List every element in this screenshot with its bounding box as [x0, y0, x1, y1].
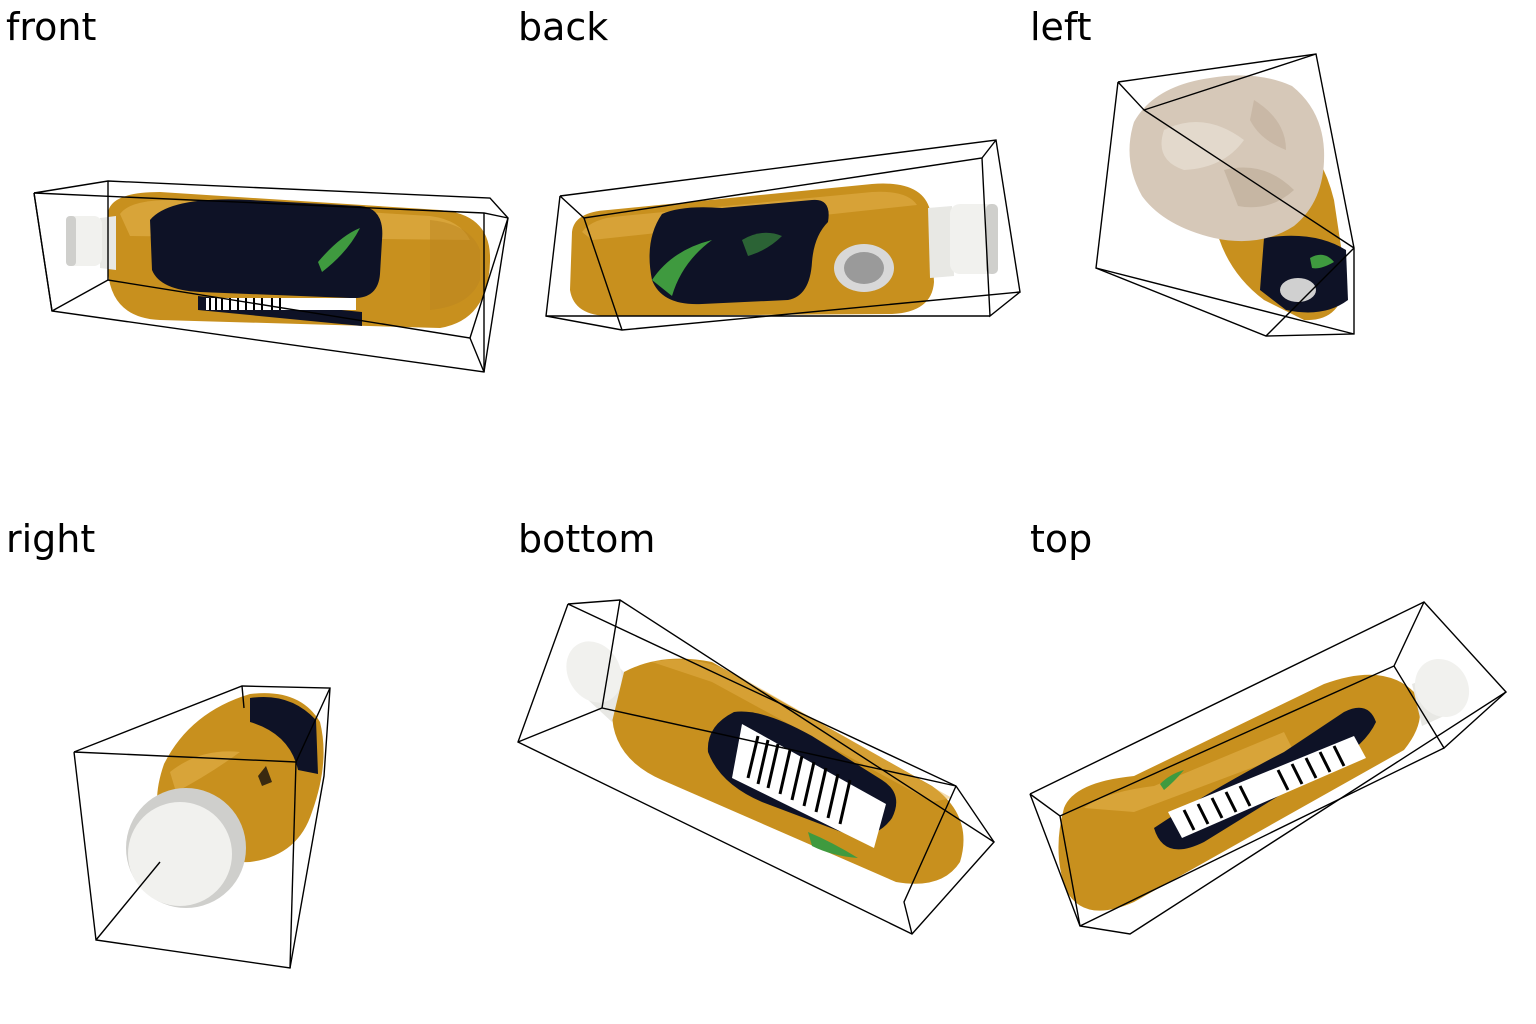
top-view-render — [1029, 601, 1508, 935]
right-view-render — [73, 685, 331, 969]
view-label: left — [1030, 5, 1092, 49]
view-label: front — [6, 5, 97, 49]
bottle-render — [1129, 75, 1348, 321]
view-label: top — [1030, 517, 1093, 561]
view-panel-bottom: bottom — [512, 512, 1024, 1024]
bounding-box-wireframe — [1029, 601, 1508, 935]
bounding-box-wireframe — [33, 180, 509, 373]
back-view-render — [545, 139, 1021, 331]
front-view-render — [33, 180, 509, 373]
bounding-box-wireframe — [1095, 53, 1355, 337]
view-panel-left: left — [1024, 0, 1536, 512]
left-view-render — [1095, 53, 1355, 337]
bottle-render — [66, 192, 491, 328]
bottle-render — [1058, 658, 1470, 911]
view-panel-right: right — [0, 512, 512, 1024]
bounding-box-wireframe — [545, 139, 1021, 331]
view-label: bottom — [518, 517, 656, 561]
bottle-render — [570, 183, 998, 316]
bottle-render — [126, 693, 324, 908]
view-panel-back: back — [512, 0, 1024, 512]
view-panel-front: front — [0, 0, 512, 512]
bounding-box-wireframe — [517, 599, 996, 935]
view-panel-top: top — [1024, 512, 1536, 1024]
view-label: back — [518, 5, 609, 49]
bounding-box-wireframe — [73, 685, 331, 969]
bottle-render — [566, 641, 964, 884]
barcode-icon — [1168, 736, 1366, 838]
barcode-icon — [732, 724, 886, 848]
view-label: right — [6, 517, 96, 561]
barcode-icon — [206, 298, 356, 310]
bottom-view-render — [517, 599, 996, 935]
